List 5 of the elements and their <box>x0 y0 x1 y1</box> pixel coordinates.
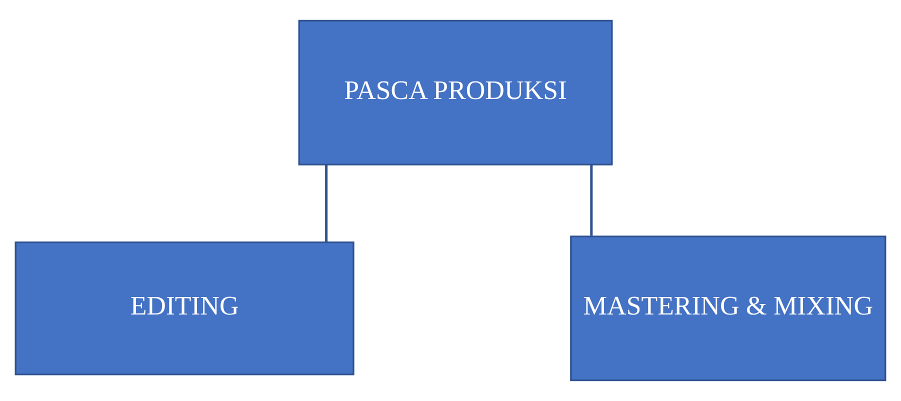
node-box: MASTERING & MIXING <box>570 236 886 382</box>
connector <box>325 165 328 242</box>
node-box: PASCA PRODUKSI <box>298 20 613 166</box>
connector <box>590 165 593 236</box>
node-box: EDITING <box>14 241 354 376</box>
